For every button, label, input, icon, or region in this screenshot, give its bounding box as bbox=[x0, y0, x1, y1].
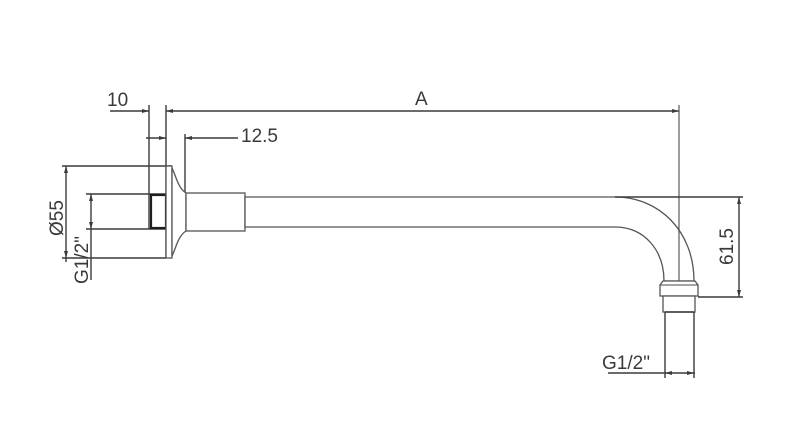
dimension-diameter-55-label: Ø55 bbox=[47, 200, 68, 236]
dimension-61-5: 61.5 bbox=[615, 196, 743, 298]
dimension-10: 10 bbox=[107, 90, 679, 113]
dimension-12-5-label: 12.5 bbox=[241, 126, 278, 147]
dimension-inlet-thread-label: G1/2" bbox=[72, 236, 93, 284]
dimension-outlet-thread: G1/2" bbox=[602, 353, 695, 375]
dimension-diameter-55: Ø55 bbox=[47, 165, 172, 262]
outlet-thread bbox=[664, 311, 695, 378]
dimension-a: A bbox=[415, 89, 679, 113]
outlet-nut bbox=[659, 280, 699, 313]
wall-connector bbox=[149, 193, 168, 230]
dimension-outlet-thread-label: G1/2" bbox=[602, 353, 650, 374]
dimension-12-5: 12.5 bbox=[146, 126, 278, 193]
dimension-61-5-label: 61.5 bbox=[717, 228, 738, 265]
arm-neck bbox=[185, 192, 246, 232]
wall-flange bbox=[165, 165, 187, 259]
shower-arm-tube bbox=[244, 196, 695, 282]
dimension-inlet-thread: G1/2" bbox=[72, 193, 166, 284]
dimension-10-label: 10 bbox=[107, 90, 128, 111]
dimension-a-label: A bbox=[415, 89, 428, 110]
